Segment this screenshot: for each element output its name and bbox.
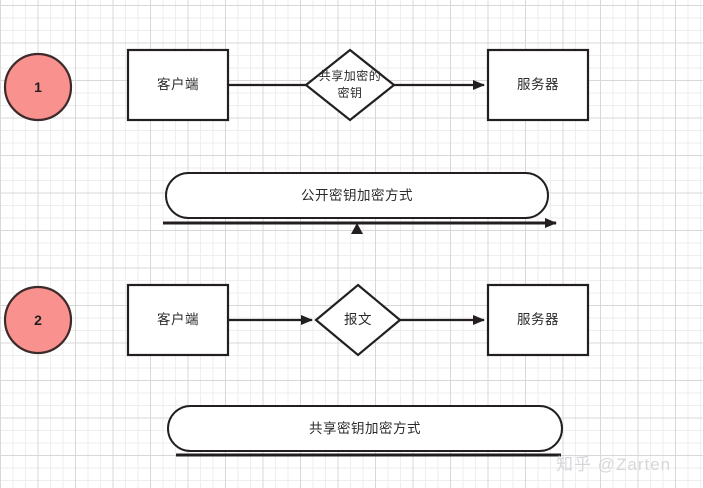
server-box-2 — [486, 283, 590, 357]
diamond-node-label-1-line2: 密钥 — [337, 86, 363, 100]
diamond-node-2 — [314, 283, 402, 357]
server-box-label-1: 服务器 — [517, 77, 559, 92]
banner-rect-2 — [167, 405, 563, 452]
diamond-node-label-1-line1: 共享加密的 — [318, 69, 382, 83]
client-box-label-1: 客户端 — [157, 77, 199, 92]
watermark: 知乎 @Zarten — [556, 455, 672, 474]
diamond-node-1 — [304, 48, 396, 122]
banner-up-tick-1 — [351, 223, 363, 234]
banner-label-2: 共享密钥加密方式 — [309, 421, 421, 436]
step-number-1: 1 — [34, 79, 42, 95]
diamond-node-label-2: 报文 — [344, 312, 372, 327]
step-circle-1 — [3, 52, 73, 122]
banner-rect-1 — [165, 172, 549, 219]
step-circle-2 — [3, 285, 73, 355]
banner-label-1: 公开密钥加密方式 — [301, 188, 413, 203]
server-box-label-2: 服务器 — [517, 312, 559, 327]
client-box-2 — [126, 283, 230, 357]
client-box-label-2: 客户端 — [157, 312, 199, 327]
step-number-2: 2 — [34, 312, 42, 328]
client-box-1 — [126, 48, 230, 122]
server-box-1 — [486, 48, 590, 122]
